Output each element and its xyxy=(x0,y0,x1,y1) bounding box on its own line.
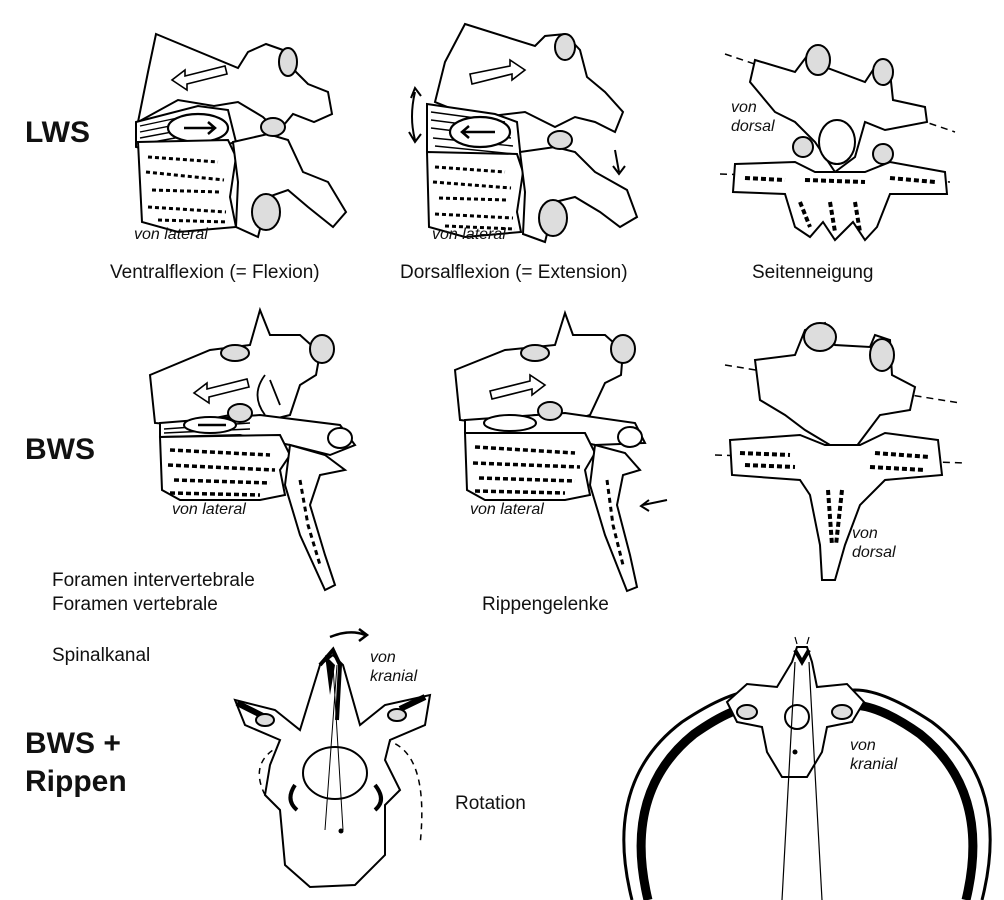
motion-arrow-icon xyxy=(170,65,228,92)
rib-ring-figure xyxy=(612,632,1002,900)
label-bws-dorsal-view-2: dorsal xyxy=(852,544,896,561)
caption-spinalkanal: Spinalkanal xyxy=(52,645,151,666)
label-ribs-view-1: von xyxy=(850,737,876,754)
caption-rotation: Rotation xyxy=(455,793,526,814)
label-lws-extension-view: von lateral xyxy=(432,226,506,243)
bws-rotation-cranial-figure xyxy=(225,625,435,900)
caption-seitenneigung: Seitenneigung xyxy=(752,262,874,283)
section-title-lws: LWS xyxy=(25,116,90,149)
caption-foramen-intervertebrale: Foramen intervertebrale xyxy=(52,570,255,591)
lws-extension-figure xyxy=(405,22,655,252)
section-title-bws-ribs-2: Rippen xyxy=(25,765,127,798)
caption-rippengelenke: Rippengelenke xyxy=(482,594,609,615)
label-lws-side-view-1: von xyxy=(731,99,757,116)
label-lws-flexion-view: von lateral xyxy=(134,226,208,243)
bws-extension-figure xyxy=(445,305,675,595)
caption-dorsalflexion: Dorsalflexion (= Extension) xyxy=(400,262,628,283)
caption-ventralflexion: Ventralflexion (= Flexion) xyxy=(110,262,320,283)
bws-dorsal-figure xyxy=(710,315,970,595)
label-bws-dorsal-view-1: von xyxy=(852,525,878,542)
section-title-bws-ribs-1: BWS + xyxy=(25,727,121,760)
bws-flexion-figure xyxy=(140,305,370,595)
label-rotation-view-1: von xyxy=(370,649,396,666)
label-lws-side-view-2: dorsal xyxy=(731,118,775,135)
lws-lateral-bending-figure xyxy=(715,22,965,252)
label-rotation-view-2: kranial xyxy=(370,668,418,685)
label-bws-flexion-view: von lateral xyxy=(172,501,246,518)
section-title-bws: BWS xyxy=(25,433,95,466)
lws-flexion-figure xyxy=(118,22,368,252)
label-bws-extension-view: von lateral xyxy=(470,501,544,518)
caption-foramen-vertebrale: Foramen vertebrale xyxy=(52,594,218,615)
label-ribs-view-2: kranial xyxy=(850,756,898,773)
